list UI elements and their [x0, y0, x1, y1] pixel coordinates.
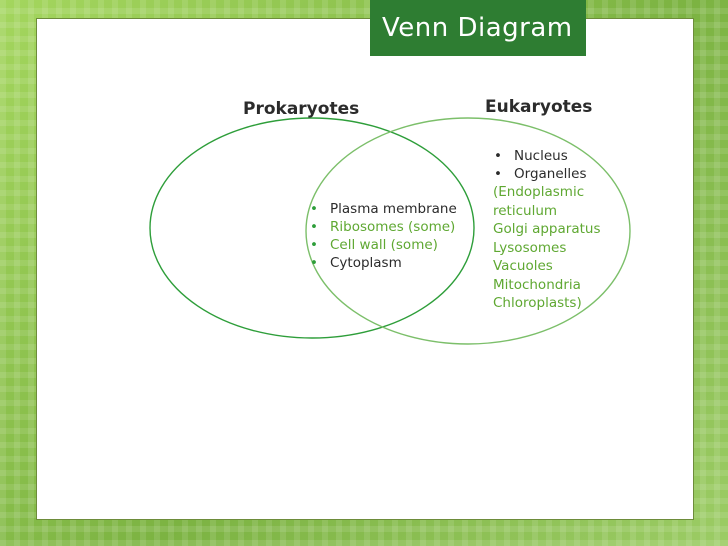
organelle-line: Chloroplasts) [493, 295, 582, 311]
list-item-text: Cytoplasm [330, 255, 402, 271]
bullet-icon: • [494, 148, 502, 164]
slide-title: Venn Diagram [370, 0, 586, 56]
list-item: • Organelles [490, 165, 586, 183]
organelle-line: Lysosomes [493, 239, 567, 256]
list-item-text: Ribosomes (some) [330, 219, 456, 235]
list-item-text: Plasma membrane [330, 201, 457, 217]
list-item: • Cytoplasm [306, 254, 457, 272]
list-item: • Cell wall (some) [306, 236, 457, 254]
organelle-line: Golgi apparatus [493, 221, 601, 237]
organelle-line: reticulum [493, 202, 558, 219]
prokaryotes-label: Prokaryotes [243, 99, 360, 119]
list-item: • Nucleus [490, 147, 586, 165]
bullet-icon: • [494, 166, 502, 182]
bullet-icon: • [310, 237, 318, 253]
prokaryotes-circle [149, 117, 475, 339]
organelle-details: (Endoplasmic reticulum Golgi apparatus L… [493, 183, 600, 313]
list-item: • Plasma membrane [306, 200, 457, 218]
eukaryotes-label: Eukaryotes [485, 97, 593, 117]
organelle-line: Mitochondria [493, 276, 581, 293]
eukaryotes-circle [305, 117, 631, 345]
bullet-icon: • [310, 255, 318, 271]
bullet-icon: • [310, 201, 318, 217]
organelle-line: (Endoplasmic [493, 184, 585, 200]
list-item-text: Nucleus [514, 148, 568, 164]
slide-canvas [36, 18, 694, 520]
list-item: • Ribosomes (some) [306, 218, 457, 236]
eukaryote-features-list: • Nucleus • Organelles [490, 147, 586, 183]
bullet-icon: • [310, 219, 318, 235]
list-item-text: Organelles [514, 166, 587, 182]
shared-features-list: • Plasma membrane • Ribosomes (some) • Cell… [306, 200, 457, 272]
list-item-text: Cell wall (some) [330, 237, 438, 253]
organelle-line: Vacuoles [493, 258, 553, 274]
